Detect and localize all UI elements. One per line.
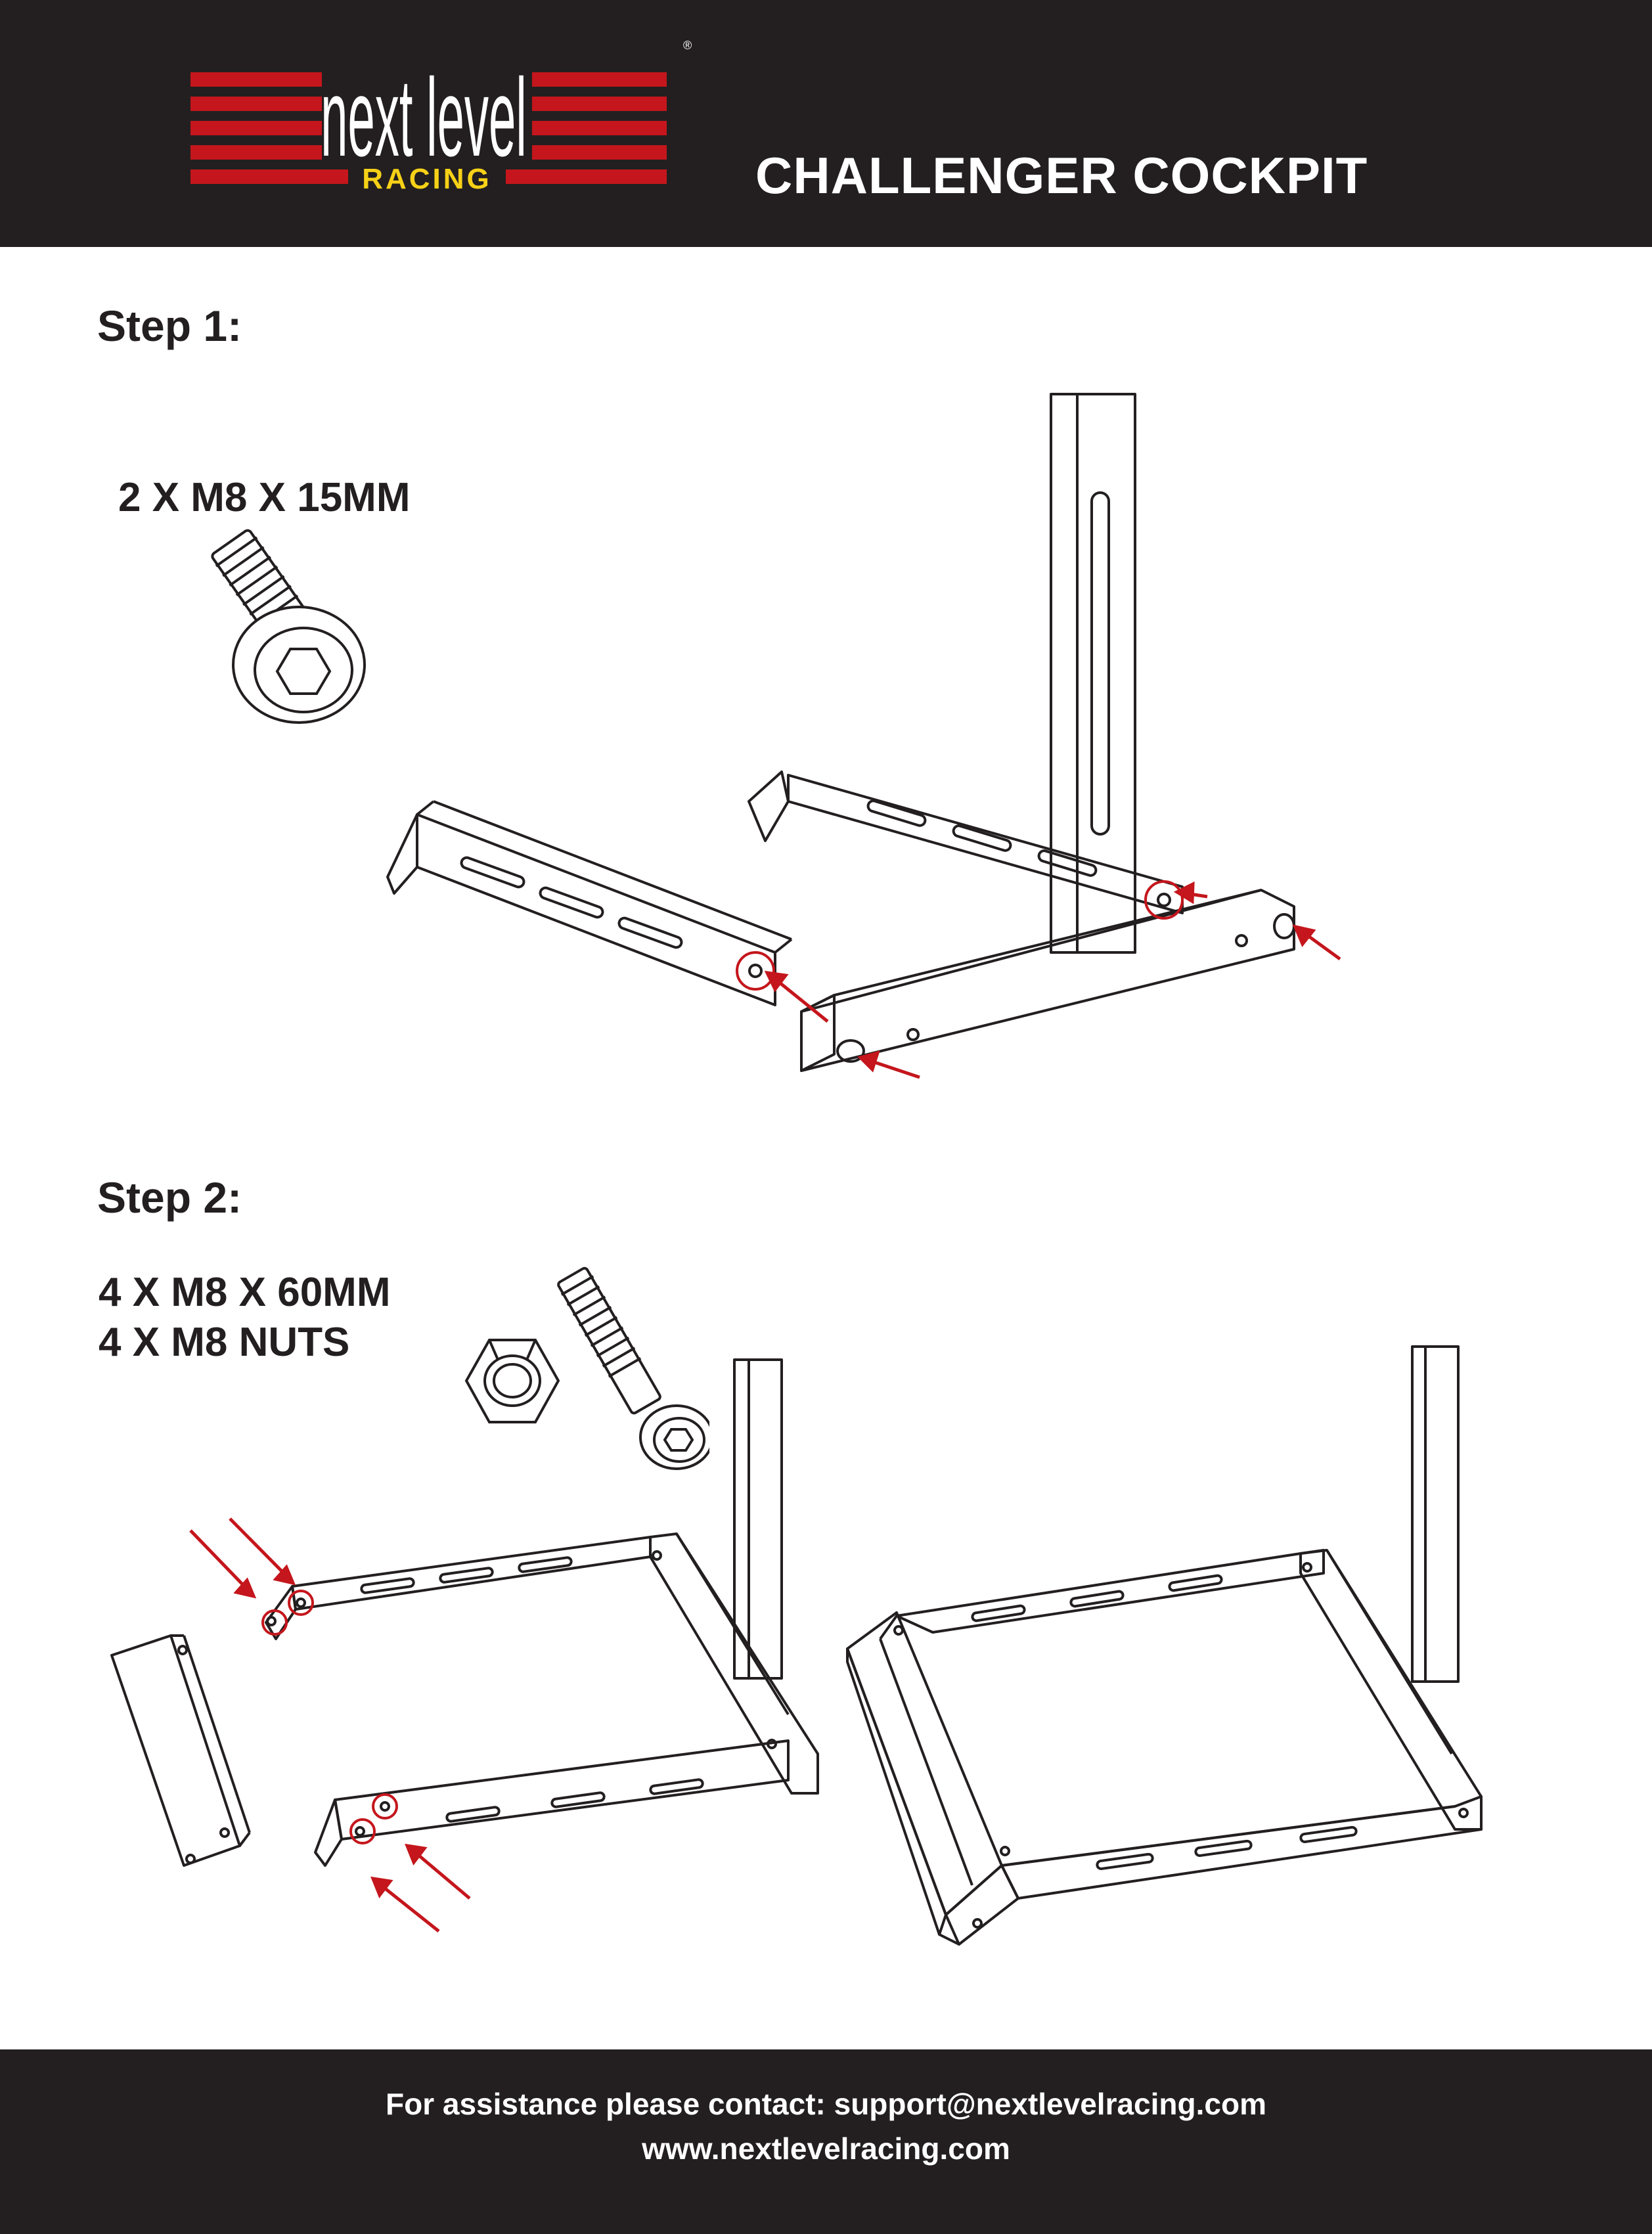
hex-nut-icon xyxy=(464,1339,560,1423)
svg-text:RACING: RACING xyxy=(362,163,492,195)
step-2-hardware-item: 4 X M8 X 60MM xyxy=(99,1270,391,1315)
step-2-assembled-diagram xyxy=(846,1345,1483,1946)
step-1-heading: Step 1: xyxy=(97,302,242,350)
step-1-hardware-item: 2 X M8 X 15MM xyxy=(118,475,411,520)
support-contact: For assistance please contact: support@n… xyxy=(386,2087,1266,2121)
step-1-frame-diagram xyxy=(386,393,1341,1079)
step-2-hardware-item: 4 X M8 NUTS xyxy=(99,1320,350,1365)
long-bolt-icon xyxy=(557,1266,709,1470)
footer-bar: For assistance please contact: support@n… xyxy=(0,2049,1652,2234)
svg-text:®: ® xyxy=(683,39,692,52)
next-level-racing-logo: next level RACING ® xyxy=(190,39,692,195)
step-2-exploded-diagram xyxy=(110,1358,819,1932)
header-bar: next level RACING ® CHALLENGER COCKPIT xyxy=(0,0,1652,247)
document-title: CHALLENGER COCKPIT xyxy=(755,146,1368,204)
website-link[interactable]: www.nextlevelracing.com xyxy=(642,2132,1010,2166)
svg-text:next level: next level xyxy=(321,55,527,179)
step-2-hardware-list: 4 X M8 X 60MM 4 X M8 NUTS xyxy=(99,1268,390,1368)
step-2-heading: Step 2: xyxy=(97,1173,242,1222)
step-1-hardware-list: 2 X M8 X 15MM xyxy=(118,473,410,523)
short-bolt-icon xyxy=(211,529,366,724)
